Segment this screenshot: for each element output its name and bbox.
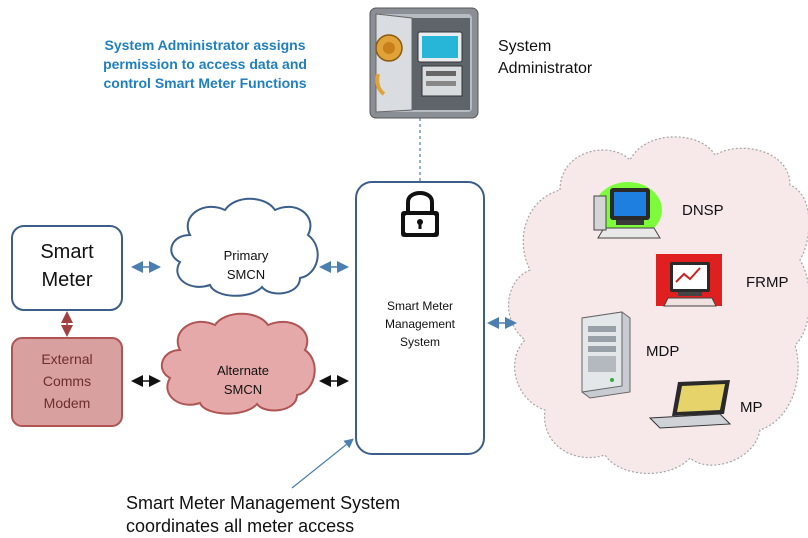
primary-cloud-label-line: SMCN [226,267,266,282]
alternate-cloud-label: Alternate SMCN [188,361,298,399]
smms-label: Smart Meter Management System [356,297,484,351]
smms-label-line: Smart Meter [386,299,453,313]
safe-computer-icon [369,7,479,119]
external-modem-label-line: External [41,351,93,367]
primary-cloud-label-line: Primary [223,248,269,263]
note-pointer [291,438,354,489]
participant-label-mp: MP [740,399,763,416]
smart-meter-label: Smart Meter [12,238,122,294]
padlock-icon [401,191,439,237]
bottom-note-line: coordinates all meter access [126,516,355,536]
admin-note: System Administrator assigns permission … [70,36,340,93]
smart-meter-label-line: Smart [40,241,94,263]
smart-meter-label-line: Meter [41,269,93,291]
bottom-note: Smart Meter Management System coordinate… [126,492,400,538]
participant-label-dnsp: DNSP [682,202,724,219]
primary-cloud [170,197,319,297]
alternate-cloud [160,312,316,415]
participant-label-frmp: FRMP [746,274,789,291]
admin-label-line: System [498,38,552,55]
admin-note-line: System Administrator assigns [104,37,306,53]
primary-cloud-label: Primary SMCN [196,246,296,284]
alternate-cloud-label-line: Alternate [216,363,270,378]
smms-label-line: System [399,335,440,349]
external-modem-label: External Comms Modem [12,348,122,414]
mp-laptop-icon [648,380,732,429]
alternate-cloud-label-line: SMCN [223,382,263,397]
admin-label-line: Administrator [498,60,593,77]
admin-note-line: control Smart Meter Functions [103,75,307,91]
participant-label-mdp: MDP [646,343,680,360]
mdp-server-icon [581,311,631,399]
external-modem-label-line: Modem [43,395,91,411]
admin-note-line: permission to access data and [103,56,307,72]
frmp-computer-icon [656,254,722,307]
smart-meter-box [11,225,123,311]
dnsp-computer-icon [593,182,662,239]
external-modem-box [11,337,123,427]
smms-label-line: Management [384,317,456,331]
admin-label: System Administrator [498,36,592,80]
external-modem-label-line: Comms [42,373,92,389]
bottom-note-line: Smart Meter Management System [126,493,401,513]
smms-box [355,181,485,455]
